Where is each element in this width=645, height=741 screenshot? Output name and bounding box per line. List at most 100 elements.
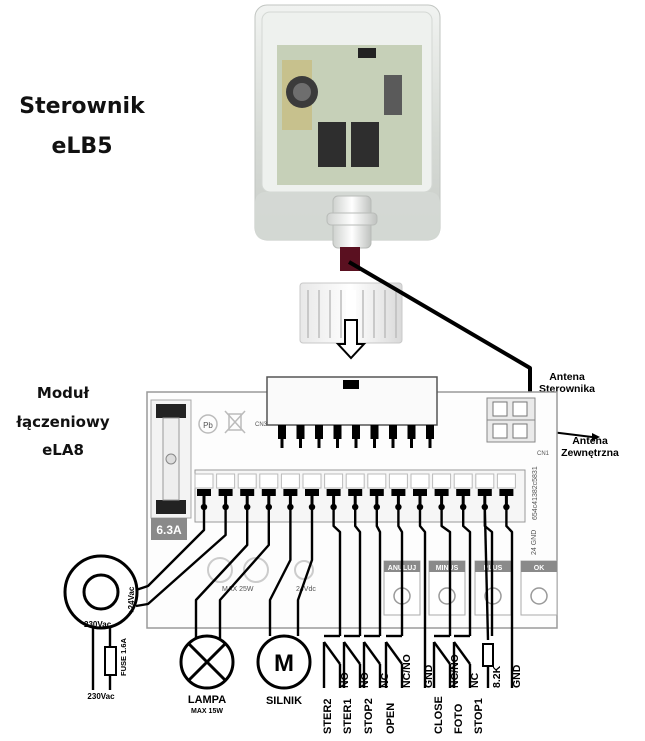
terminal-slot xyxy=(280,473,300,489)
wire xyxy=(343,641,361,665)
terminal-screw xyxy=(477,489,492,496)
controller-title: Sterownik eLB5 xyxy=(19,94,146,159)
wire xyxy=(375,507,382,636)
terminal-screw xyxy=(305,489,319,496)
header-pin xyxy=(407,425,416,439)
terminal-slot xyxy=(367,473,387,489)
wire xyxy=(354,507,362,636)
wire xyxy=(332,507,342,636)
terminal-slot xyxy=(194,473,214,489)
wire xyxy=(135,507,227,608)
input-label: FOTO xyxy=(453,703,465,734)
svg-text:654c41382c5831: 654c41382c5831 xyxy=(532,466,539,520)
wire xyxy=(363,641,381,665)
terminal-screw xyxy=(369,489,384,496)
terminal-screw xyxy=(348,489,363,496)
svg-text:CN1: CN1 xyxy=(537,451,550,457)
input-label: CLOSE xyxy=(433,696,445,734)
svg-text:eLB5: eLB5 xyxy=(51,134,112,159)
input-label: STER2 xyxy=(322,699,334,734)
lamp-symbol: LAMPA MAX 15W xyxy=(179,634,235,715)
board-button-cap xyxy=(530,587,548,605)
terminal-slot xyxy=(475,473,495,489)
terminal-slot xyxy=(324,473,344,489)
wire xyxy=(323,641,341,665)
wire xyxy=(397,507,404,636)
terminal-slot xyxy=(259,473,279,489)
board-button-cap xyxy=(438,587,456,605)
svg-text:Pb: Pb xyxy=(203,421,213,430)
terminal-slot xyxy=(432,473,452,489)
wire xyxy=(433,641,451,665)
header-pin xyxy=(389,425,397,439)
connector-plug xyxy=(299,282,403,360)
terminal-slot xyxy=(345,473,365,489)
module-header-connector xyxy=(266,376,438,448)
antenna-terminal xyxy=(486,397,536,443)
terminal-screw xyxy=(283,489,298,496)
board-button-header xyxy=(521,561,557,572)
input-label: OPEN xyxy=(385,703,397,734)
wire xyxy=(268,507,292,636)
contact-label: GND xyxy=(423,664,435,688)
svg-text:M: M xyxy=(274,650,294,677)
terminal-screw xyxy=(261,489,276,496)
svg-text:LAMPA: LAMPA xyxy=(188,694,226,706)
terminal-block xyxy=(194,469,526,523)
wire xyxy=(418,507,427,688)
contact-label: NC/NO xyxy=(449,654,461,688)
svg-text:FUSE 1.6A: FUSE 1.6A xyxy=(119,637,128,676)
terminal-screw xyxy=(499,489,514,496)
header-pin xyxy=(296,425,305,439)
wire xyxy=(440,507,452,636)
header-pin xyxy=(352,425,360,439)
header-pin xyxy=(278,425,286,439)
input-label: STOP2 xyxy=(363,698,375,734)
board-button-label: OK xyxy=(534,565,545,572)
module-title: Moduł łączeniowy eLA8 xyxy=(15,384,109,459)
fuse-rating: 6.3A xyxy=(156,523,182,537)
contact-label: NC xyxy=(469,672,481,688)
terminal-slot xyxy=(302,473,322,489)
input-label: STER1 xyxy=(342,699,354,734)
resistor xyxy=(482,643,494,667)
down-arrow-icon xyxy=(335,319,367,360)
terminal-screw xyxy=(218,489,233,496)
header-pin xyxy=(315,425,323,439)
svg-text:Zewnętrzna: Zewnętrzna xyxy=(561,447,619,459)
svg-text:łączeniowy: łączeniowy xyxy=(15,413,109,431)
svg-text:MAX 15W: MAX 15W xyxy=(191,708,223,715)
wire xyxy=(483,506,490,641)
contact-label: NO xyxy=(359,672,371,688)
terminal-screw xyxy=(326,489,341,496)
svg-text:MAX 25W: MAX 25W xyxy=(222,586,254,593)
svg-text:230Vac: 230Vac xyxy=(87,692,115,701)
contact-label: NC/NO xyxy=(401,654,413,688)
header-pin xyxy=(370,425,379,439)
transformer-symbol: +24Vac 230Vac FUSE 1.6A 230Vac xyxy=(63,554,139,701)
wire xyxy=(462,507,472,636)
svg-text:24 GND: 24 GND xyxy=(531,530,538,555)
header-pin xyxy=(333,425,342,439)
terminal-screw xyxy=(197,489,211,496)
terminal-screw xyxy=(391,489,406,496)
svg-text:24Vdc: 24Vdc xyxy=(296,586,316,593)
header-pin xyxy=(426,425,434,439)
wire xyxy=(218,507,270,640)
svg-text:eLA8: eLA8 xyxy=(42,441,84,459)
terminal-slot xyxy=(237,473,257,489)
svg-text:Sterownik: Sterownik xyxy=(19,94,146,119)
wire xyxy=(135,507,206,592)
wire xyxy=(453,641,471,665)
svg-text:230Vac: 230Vac xyxy=(84,620,112,629)
contact-label: NO xyxy=(339,672,351,688)
terminal-slot xyxy=(496,473,516,489)
svg-text:Moduł: Moduł xyxy=(37,384,90,402)
board-button-header xyxy=(429,561,465,572)
terminal-screw xyxy=(456,489,471,496)
svg-text:+24Vac: +24Vac xyxy=(127,586,136,614)
pb-free-icon xyxy=(198,414,218,434)
